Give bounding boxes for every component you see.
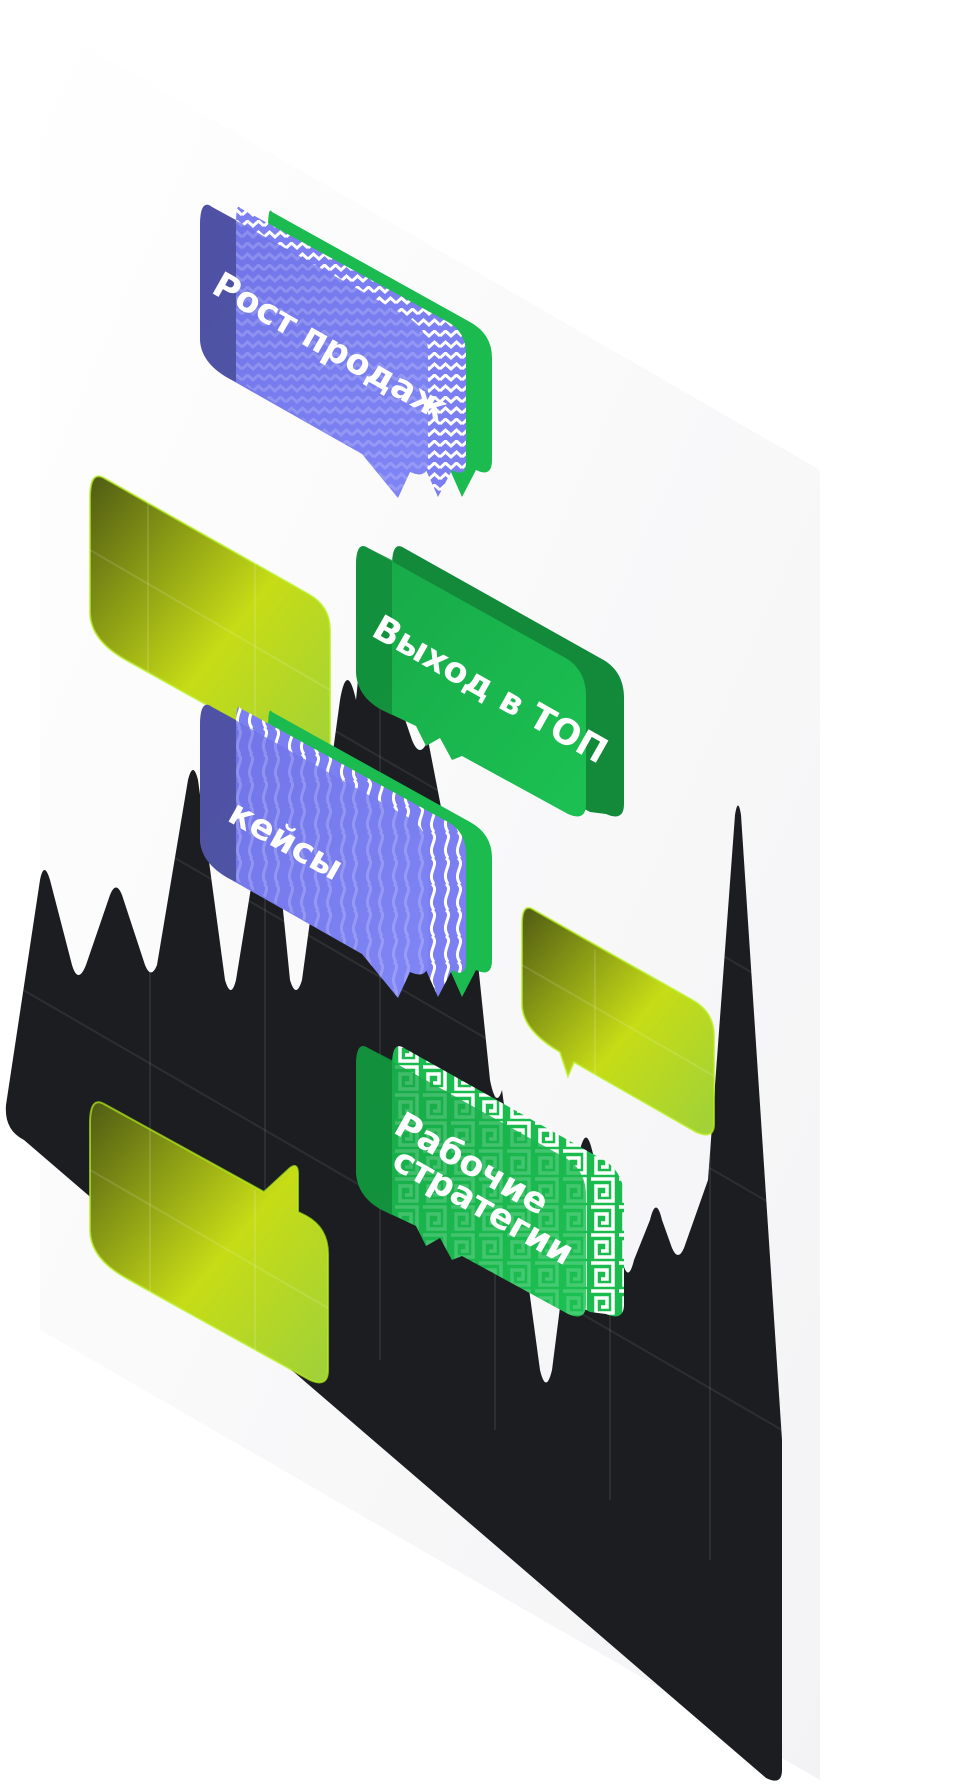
bubble-top-exit: Выход в ТОП [356, 546, 624, 817]
bubble-cases-line1: Успешные [0, 0, 212, 9]
bubble-strategies: Рабочие стратегии [356, 1046, 624, 1317]
bubble-lime-bottom-left [89, 1101, 329, 1384]
bubble-front-face [356, 546, 586, 817]
bubble-cases: Успешные кейсы [0, 0, 492, 998]
bubble-cases-label: Успешные [0, 0, 212, 9]
bubble-lime-right [521, 906, 715, 1136]
